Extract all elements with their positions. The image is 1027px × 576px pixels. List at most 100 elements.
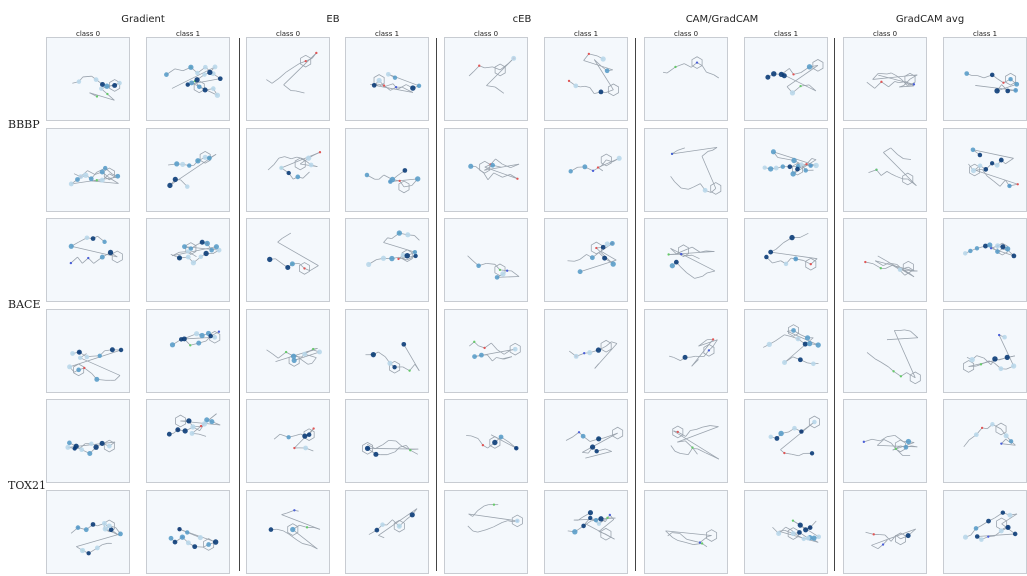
heteroatom (217, 330, 221, 333)
saliency-atom (188, 246, 194, 251)
saliency-atom (67, 364, 73, 370)
heteroatom (595, 246, 598, 250)
saliency-atom (1007, 512, 1013, 518)
saliency-atom (765, 74, 771, 80)
bond (692, 447, 698, 455)
ring (607, 83, 619, 97)
saliency-atom (989, 161, 995, 166)
saliency-atom (994, 162, 1000, 168)
saliency-atom (180, 161, 186, 167)
bond (295, 433, 301, 437)
bond (471, 435, 479, 439)
method-title: Gradient (121, 14, 165, 25)
bond (691, 359, 699, 367)
heteroatom (676, 430, 679, 434)
molecule-image (266, 347, 322, 367)
saliency-atom (106, 443, 112, 449)
bond (402, 366, 410, 372)
bond (881, 81, 889, 88)
molecule-panel (146, 128, 230, 212)
molecule-image (963, 333, 1017, 373)
heteroatom (670, 152, 674, 156)
saliency-atom (780, 164, 786, 169)
saliency-atom (987, 242, 993, 248)
molecule-panel (843, 309, 927, 393)
bond (866, 352, 876, 360)
bond (874, 260, 884, 267)
bond (871, 438, 881, 442)
molecule-panel (744, 218, 828, 302)
molecule-image (168, 526, 219, 551)
saliency-atom (99, 86, 104, 91)
bond (708, 149, 713, 152)
molecule-panel (644, 37, 728, 121)
saliency-atom (212, 334, 218, 340)
heteroatom (106, 92, 109, 96)
saliency-atom (103, 165, 108, 171)
bond (683, 246, 693, 252)
molecule-panel (744, 37, 828, 121)
saliency-atom (572, 529, 578, 535)
molecule-panel (744, 399, 828, 483)
saliency-atom (302, 351, 308, 357)
bond (670, 248, 677, 255)
bond (278, 156, 285, 159)
saliency-atom (181, 336, 187, 342)
heteroatom (483, 346, 486, 350)
saliency-atom (983, 167, 989, 172)
saliency-atom (781, 73, 787, 79)
class-label: class 0 (473, 30, 499, 38)
bond (811, 158, 817, 161)
bond (904, 329, 911, 332)
molecule-image (669, 338, 718, 367)
bond (685, 254, 693, 257)
saliency-atom (598, 516, 604, 522)
saliency-atom (1008, 439, 1014, 444)
saliency-atom (195, 158, 201, 164)
heteroatom (583, 352, 586, 355)
saliency-atom (177, 526, 182, 532)
bond (865, 261, 874, 265)
bond (472, 530, 478, 533)
bond (687, 448, 693, 455)
saliency-atom (190, 424, 196, 430)
heteroatom (498, 268, 502, 272)
bond (273, 157, 280, 165)
bond (582, 432, 618, 453)
saliency-atom (388, 179, 393, 184)
bond (691, 339, 714, 367)
ring (703, 344, 715, 357)
heteroatom (881, 543, 885, 546)
bond (778, 530, 785, 532)
saliency-atom (84, 354, 90, 360)
bond (300, 163, 318, 168)
bond (876, 169, 882, 176)
saliency-atom (374, 527, 380, 533)
molecule-panel (644, 490, 728, 574)
saliency-atom (77, 355, 83, 361)
molecule-image (765, 59, 824, 96)
saliency-atom (396, 523, 402, 529)
molecule-panel (444, 37, 528, 121)
bond (499, 269, 508, 272)
heteroatom (1016, 183, 1019, 186)
saliency-atom (577, 269, 583, 275)
bond (775, 242, 784, 250)
bond (605, 89, 614, 93)
saliency-atom (573, 83, 579, 89)
saliency-atom (203, 64, 208, 70)
heteroatom (979, 363, 983, 366)
bond (403, 344, 420, 372)
saliency-atom (102, 520, 107, 526)
bond (803, 260, 811, 265)
saliency-atom (977, 163, 983, 168)
bond (485, 526, 494, 531)
saliency-atom (166, 431, 172, 437)
molecule-panel (744, 128, 828, 212)
ring (494, 263, 506, 277)
saliency-atom (213, 244, 219, 250)
molecule-image (273, 427, 315, 452)
heteroatom (695, 61, 699, 64)
bond (696, 426, 703, 430)
saliency-atom (214, 92, 221, 98)
